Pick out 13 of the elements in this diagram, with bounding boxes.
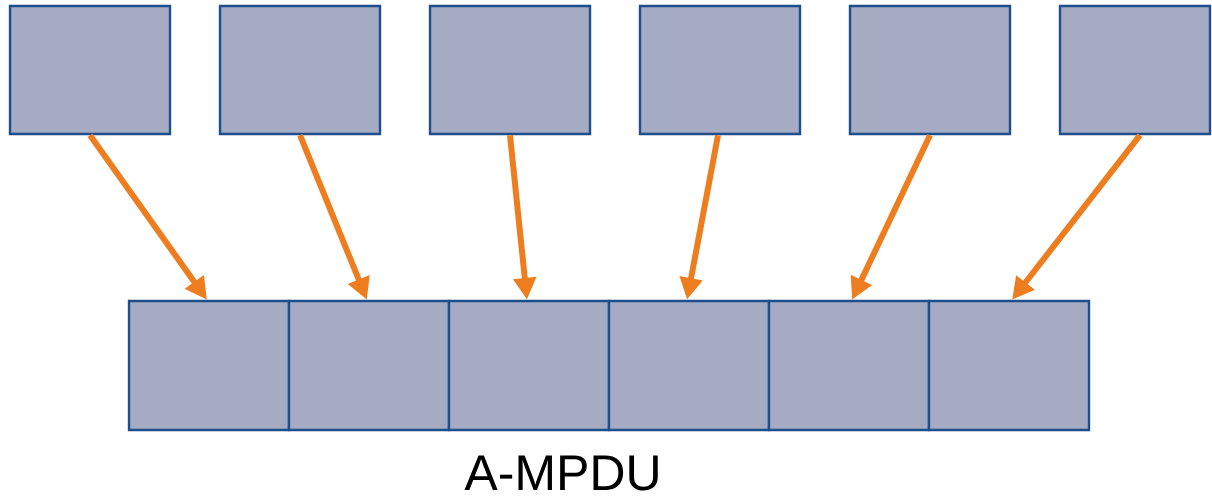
frame-box — [767, 299, 931, 432]
frame-box — [8, 4, 172, 136]
frame-box — [287, 299, 451, 432]
frame-box — [927, 299, 1091, 432]
frame-box — [428, 4, 592, 136]
frame-box — [127, 299, 291, 432]
caption: A-MPDU — [464, 455, 658, 491]
frame-box — [607, 299, 771, 432]
frame-box — [218, 4, 382, 136]
frame-box — [848, 4, 1012, 136]
frame-box — [1058, 4, 1212, 136]
frame-box — [638, 4, 802, 136]
frame-box — [447, 299, 611, 432]
